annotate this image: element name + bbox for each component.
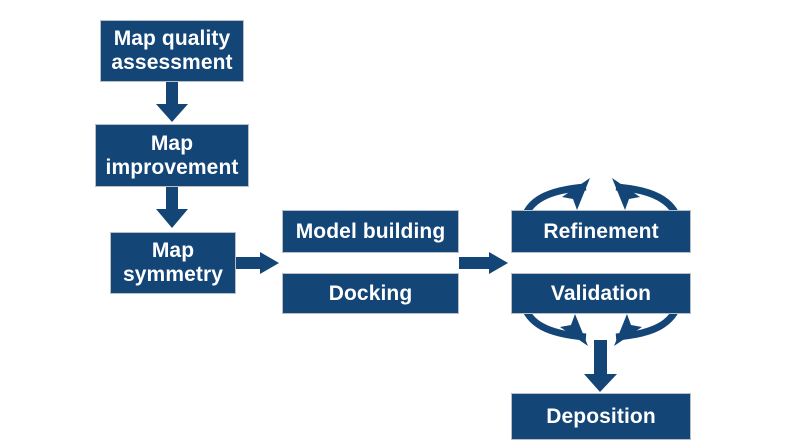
node-label: Refinement xyxy=(543,219,659,243)
arrow-quality-to-improvement xyxy=(156,82,188,122)
node-validation[interactable]: Validation xyxy=(511,273,691,314)
cycle-arrowhead-bottom-left xyxy=(560,314,588,346)
arrow-cycle-to-deposition xyxy=(584,340,617,392)
arrow-modelbuilding-to-refinement xyxy=(459,252,508,274)
node-label: Map quality assessment xyxy=(111,27,233,74)
node-label: Map symmetry xyxy=(122,239,224,286)
cycle-arrowhead-top-right xyxy=(612,178,640,210)
node-label: Docking xyxy=(328,281,413,305)
cycle-arrowhead-top-left xyxy=(562,178,590,210)
node-docking[interactable]: Docking xyxy=(282,273,459,314)
node-refinement[interactable]: Refinement xyxy=(511,210,691,253)
arrow-improvement-to-symmetry xyxy=(156,187,188,228)
node-map-symmetry[interactable]: Map symmetry xyxy=(110,232,236,294)
node-label: Deposition xyxy=(546,404,656,428)
node-label: Map improvement xyxy=(105,131,239,179)
cycle-arrowhead-bottom-right xyxy=(614,314,642,346)
arrow-symmetry-to-modelbuilding xyxy=(236,252,279,274)
node-label: Model building xyxy=(295,219,446,243)
node-deposition[interactable]: Deposition xyxy=(511,393,691,440)
node-map-improvement[interactable]: Map improvement xyxy=(95,124,249,187)
node-label: Validation xyxy=(550,281,652,305)
node-model-building[interactable]: Model building xyxy=(282,210,459,253)
node-map-quality-assessment[interactable]: Map quality assessment xyxy=(100,20,244,82)
